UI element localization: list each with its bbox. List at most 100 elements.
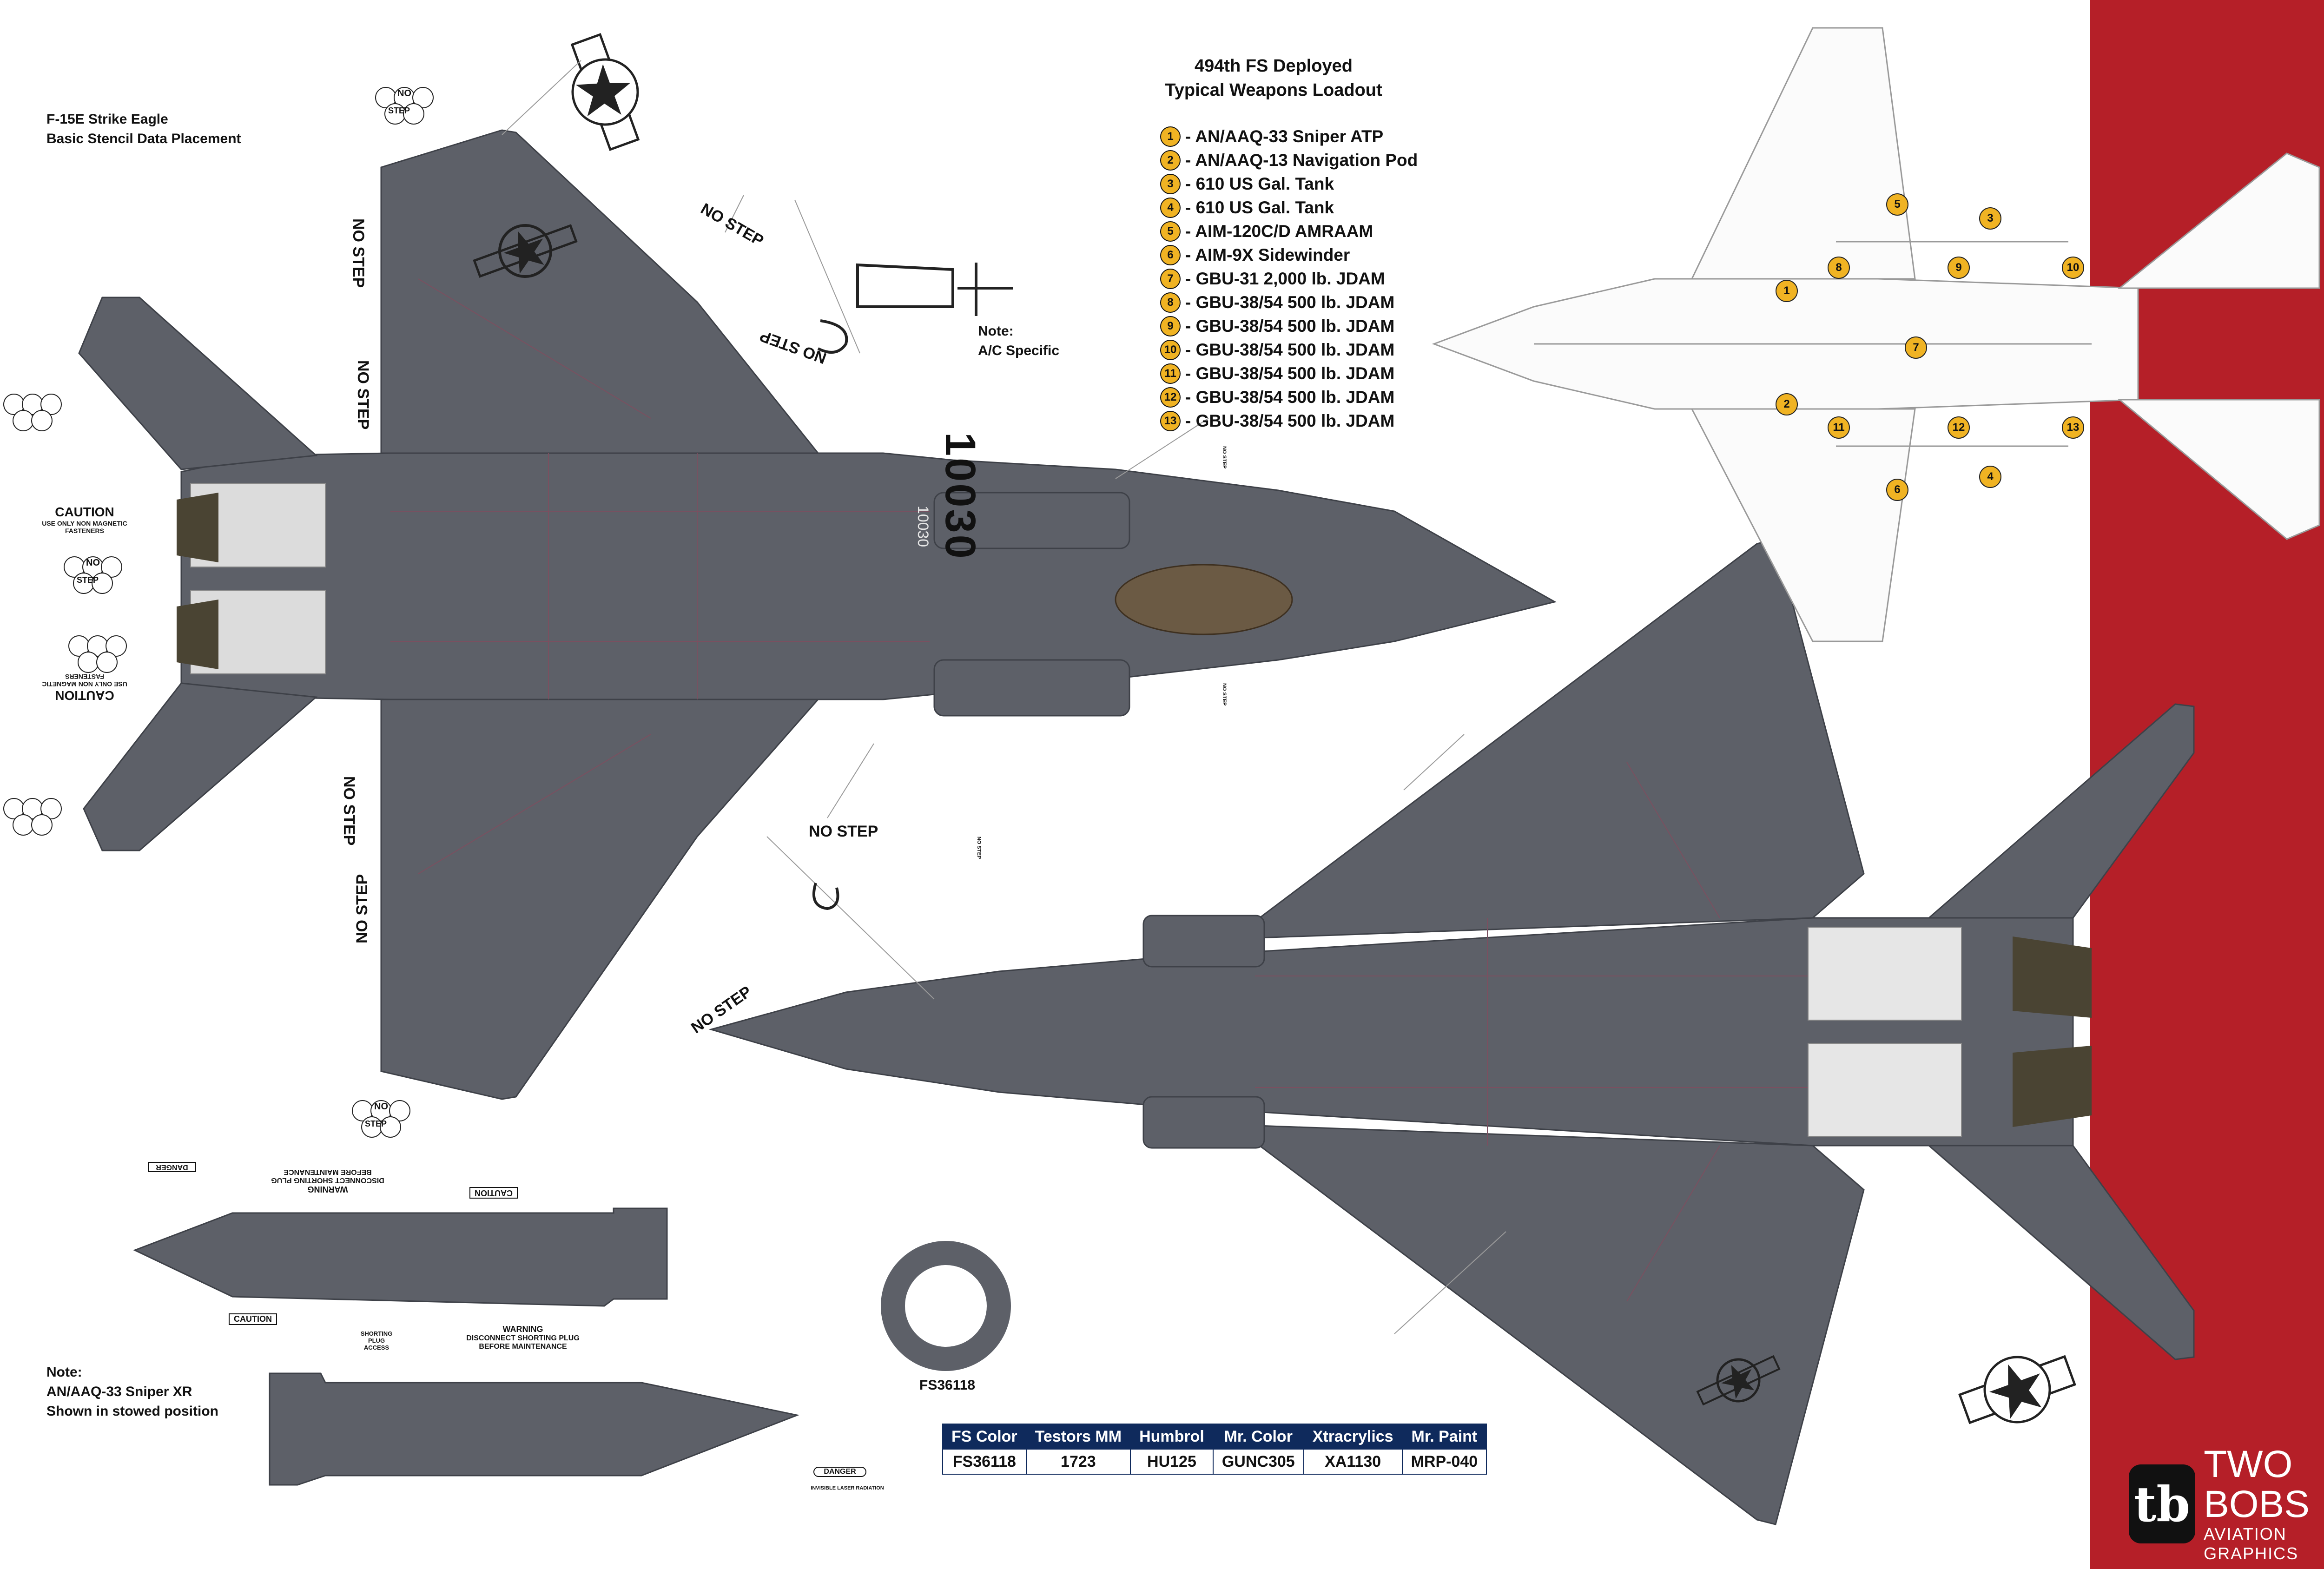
warning-line-1: DISCONNECT SHORTING PLUG — [271, 1176, 384, 1184]
paint-table-header: Humbrol — [1130, 1424, 1214, 1450]
loadout-label: - AN/AAQ-13 Navigation Pod — [1185, 150, 1418, 170]
color-chip — [881, 1241, 1011, 1371]
pod-danger-lower: DANGER — [813, 1467, 866, 1477]
diagram-pin: 6 — [1886, 479, 1908, 501]
diagram-pin: 7 — [1905, 336, 1927, 359]
sheet-subtitle: F-15E Strike Eagle Basic Stencil Data Pl… — [46, 110, 241, 149]
no-step-stencil: NO STEP — [353, 874, 371, 943]
brand-name: TWO BOBS — [2204, 1443, 2310, 1525]
loadout-number-badge: 11 — [1160, 363, 1181, 384]
hex-no-text: NO — [397, 88, 411, 99]
paint-table-cell: MRP-040 — [1401, 1449, 1487, 1475]
loadout-number-badge: 12 — [1160, 387, 1181, 408]
pod-warning-lower: WARNING DISCONNECT SHORTING PLUG BEFORE … — [442, 1325, 604, 1351]
loadout-label: - 610 US Gal. Tank — [1185, 174, 1334, 193]
paint-table-cell: 1723 — [1025, 1449, 1131, 1475]
loadout-item: 5- AIM-120C/D AMRAAM — [1160, 219, 1418, 243]
bottom-view-aircraft — [708, 538, 2195, 1525]
loadout-item: 12- GBU-38/54 500 lb. JDAM — [1160, 385, 1418, 409]
loadout-item: 13- GBU-38/54 500 lb. JDAM — [1160, 409, 1418, 433]
diagram-pin: 4 — [1979, 466, 2001, 488]
loadout-number-badge: 2 — [1160, 150, 1181, 171]
loadout-item: 11- GBU-38/54 500 lb. JDAM — [1160, 362, 1418, 385]
no-step-mini: NO STEP — [1221, 683, 1227, 706]
brand-logo: tb TWO BOBS AVIATION GRAPHICS — [2129, 1444, 2324, 1563]
diagram-pin: 12 — [1948, 416, 1970, 439]
loadout-label: - GBU-38/54 500 lb. JDAM — [1185, 292, 1395, 312]
loadout-item: 6- AIM-9X Sidewinder — [1160, 243, 1418, 267]
pod-caution-lower: CAUTION — [229, 1313, 277, 1325]
sniper-pod-note: Note: AN/AAQ-33 Sniper XR Shown in stowe… — [46, 1363, 218, 1421]
plug-label: PLUG — [368, 1337, 385, 1344]
warning-line-2: BEFORE MAINTENANCE — [284, 1168, 372, 1176]
sniper-note-line-1: AN/AAQ-33 Sniper XR — [46, 1384, 192, 1399]
loadout-item: 9- GBU-38/54 500 lb. JDAM — [1160, 314, 1418, 338]
laser-radiation-label: INVISIBLE LASER RADIATION — [811, 1485, 884, 1491]
loadout-item: 8- GBU-38/54 500 lb. JDAM — [1160, 290, 1418, 314]
loadout-item: 4- 610 US Gal. Tank — [1160, 196, 1418, 219]
diagram-pin: 2 — [1776, 393, 1798, 415]
loadout-label: - 610 US Gal. Tank — [1185, 198, 1334, 217]
subtitle-line-2: Basic Stencil Data Placement — [46, 131, 241, 146]
warning-heading: WARNING — [307, 1185, 348, 1194]
stencil-leaders — [502, 60, 1506, 1334]
loadout-number-badge: 10 — [1160, 339, 1181, 360]
loadout-item: 1- AN/AAQ-33 Sniper ATP — [1160, 125, 1418, 148]
loadout-title-line-1: 494th FS Deployed — [1195, 56, 1353, 76]
tail-serial-large: 10030 — [937, 432, 984, 560]
loadout-number-badge: 13 — [1160, 410, 1181, 431]
diagram-pin: 1 — [1776, 280, 1798, 302]
diagram-pin: 5 — [1886, 193, 1908, 216]
diagram-pin: 11 — [1828, 416, 1850, 439]
hex-stencils — [3, 87, 434, 1138]
paint-table-header: Xtracrylics — [1303, 1424, 1403, 1450]
paint-reference-table: FS Color Testors MM Humbrol Mr. Color Xt… — [942, 1424, 1487, 1475]
warning-heading: WARNING — [502, 1325, 543, 1334]
hook-stencils — [812, 263, 1013, 910]
loadout-item: 2- AN/AAQ-13 Navigation Pod — [1160, 148, 1418, 172]
sniper-note-heading: Note: — [46, 1365, 82, 1380]
aircraft-specific-note: Note: A/C Specific — [978, 322, 1059, 361]
brand-wordmark: TWO BOBS AVIATION GRAPHICS — [2204, 1444, 2324, 1563]
no-step-mini: NO STEP — [976, 837, 982, 859]
insignia-bottom — [1958, 1355, 2076, 1424]
caution-heading: CAUTION — [55, 505, 114, 519]
no-step-stencil: NO STEP — [809, 823, 878, 840]
shorting-label: SHORTING — [360, 1330, 393, 1337]
warning-line-2: BEFORE MAINTENANCE — [479, 1343, 567, 1351]
loadout-item: 10- GBU-38/54 500 lb. JDAM — [1160, 338, 1418, 362]
hex-step-text: STEP — [388, 106, 410, 115]
sniper-pod-lower — [269, 1372, 800, 1486]
loadout-number-badge: 8 — [1160, 292, 1181, 313]
no-step-mini: NO STEP — [1221, 446, 1227, 469]
no-step-stencil: NO STEP — [350, 218, 367, 288]
caution-line-2: FASTENERS — [65, 527, 104, 534]
caution-stencil-lower: CAUTION USE ONLY NON MAGNETIC FASTENERS — [33, 673, 136, 703]
caution-stencil-upper: CAUTION USE ONLY NON MAGNETIC FASTENERS — [33, 505, 136, 534]
paint-table-header: Mr. Paint — [1401, 1424, 1487, 1450]
diagram-pin: 3 — [1979, 207, 2001, 230]
loadout-diagram — [1432, 27, 2320, 642]
caution-heading: CAUTION — [55, 688, 114, 703]
paint-table-value-row: FS36118 1723 HU125 GUNC305 XA1130 MRP-04… — [942, 1449, 1487, 1475]
loadout-item: 7- GBU-31 2,000 lb. JDAM — [1160, 267, 1418, 290]
color-chip-label: FS36118 — [919, 1378, 976, 1393]
loadout-label: - GBU-38/54 500 lb. JDAM — [1185, 387, 1395, 407]
loadout-number-badge: 5 — [1160, 221, 1181, 242]
loadout-label: - GBU-38/54 500 lb. JDAM — [1185, 316, 1395, 336]
loadout-list: 1- AN/AAQ-33 Sniper ATP 2- AN/AAQ-13 Nav… — [1160, 125, 1418, 433]
loadout-number-badge: 7 — [1160, 268, 1181, 289]
warning-line-1: DISCONNECT SHORTING PLUG — [466, 1334, 580, 1342]
access-label: ACCESS — [363, 1344, 390, 1351]
subtitle-line-1: F-15E Strike Eagle — [46, 112, 168, 127]
no-step-stencil: NO STEP — [340, 776, 358, 846]
paint-table-header: Testors MM — [1025, 1424, 1131, 1450]
loadout-label: - GBU-31 2,000 lb. JDAM — [1185, 269, 1385, 288]
loadout-item: 3- 610 US Gal. Tank — [1160, 172, 1418, 196]
sniper-note-line-2: Shown in stowed position — [46, 1404, 218, 1419]
paint-table-header: Mr. Color — [1212, 1424, 1304, 1450]
sniper-pod-upper — [133, 1207, 668, 1307]
loadout-label: - AN/AAQ-33 Sniper ATP — [1185, 126, 1384, 146]
caution-line-2: FASTENERS — [65, 673, 105, 680]
paint-table-cell: GUNC305 — [1212, 1449, 1304, 1475]
